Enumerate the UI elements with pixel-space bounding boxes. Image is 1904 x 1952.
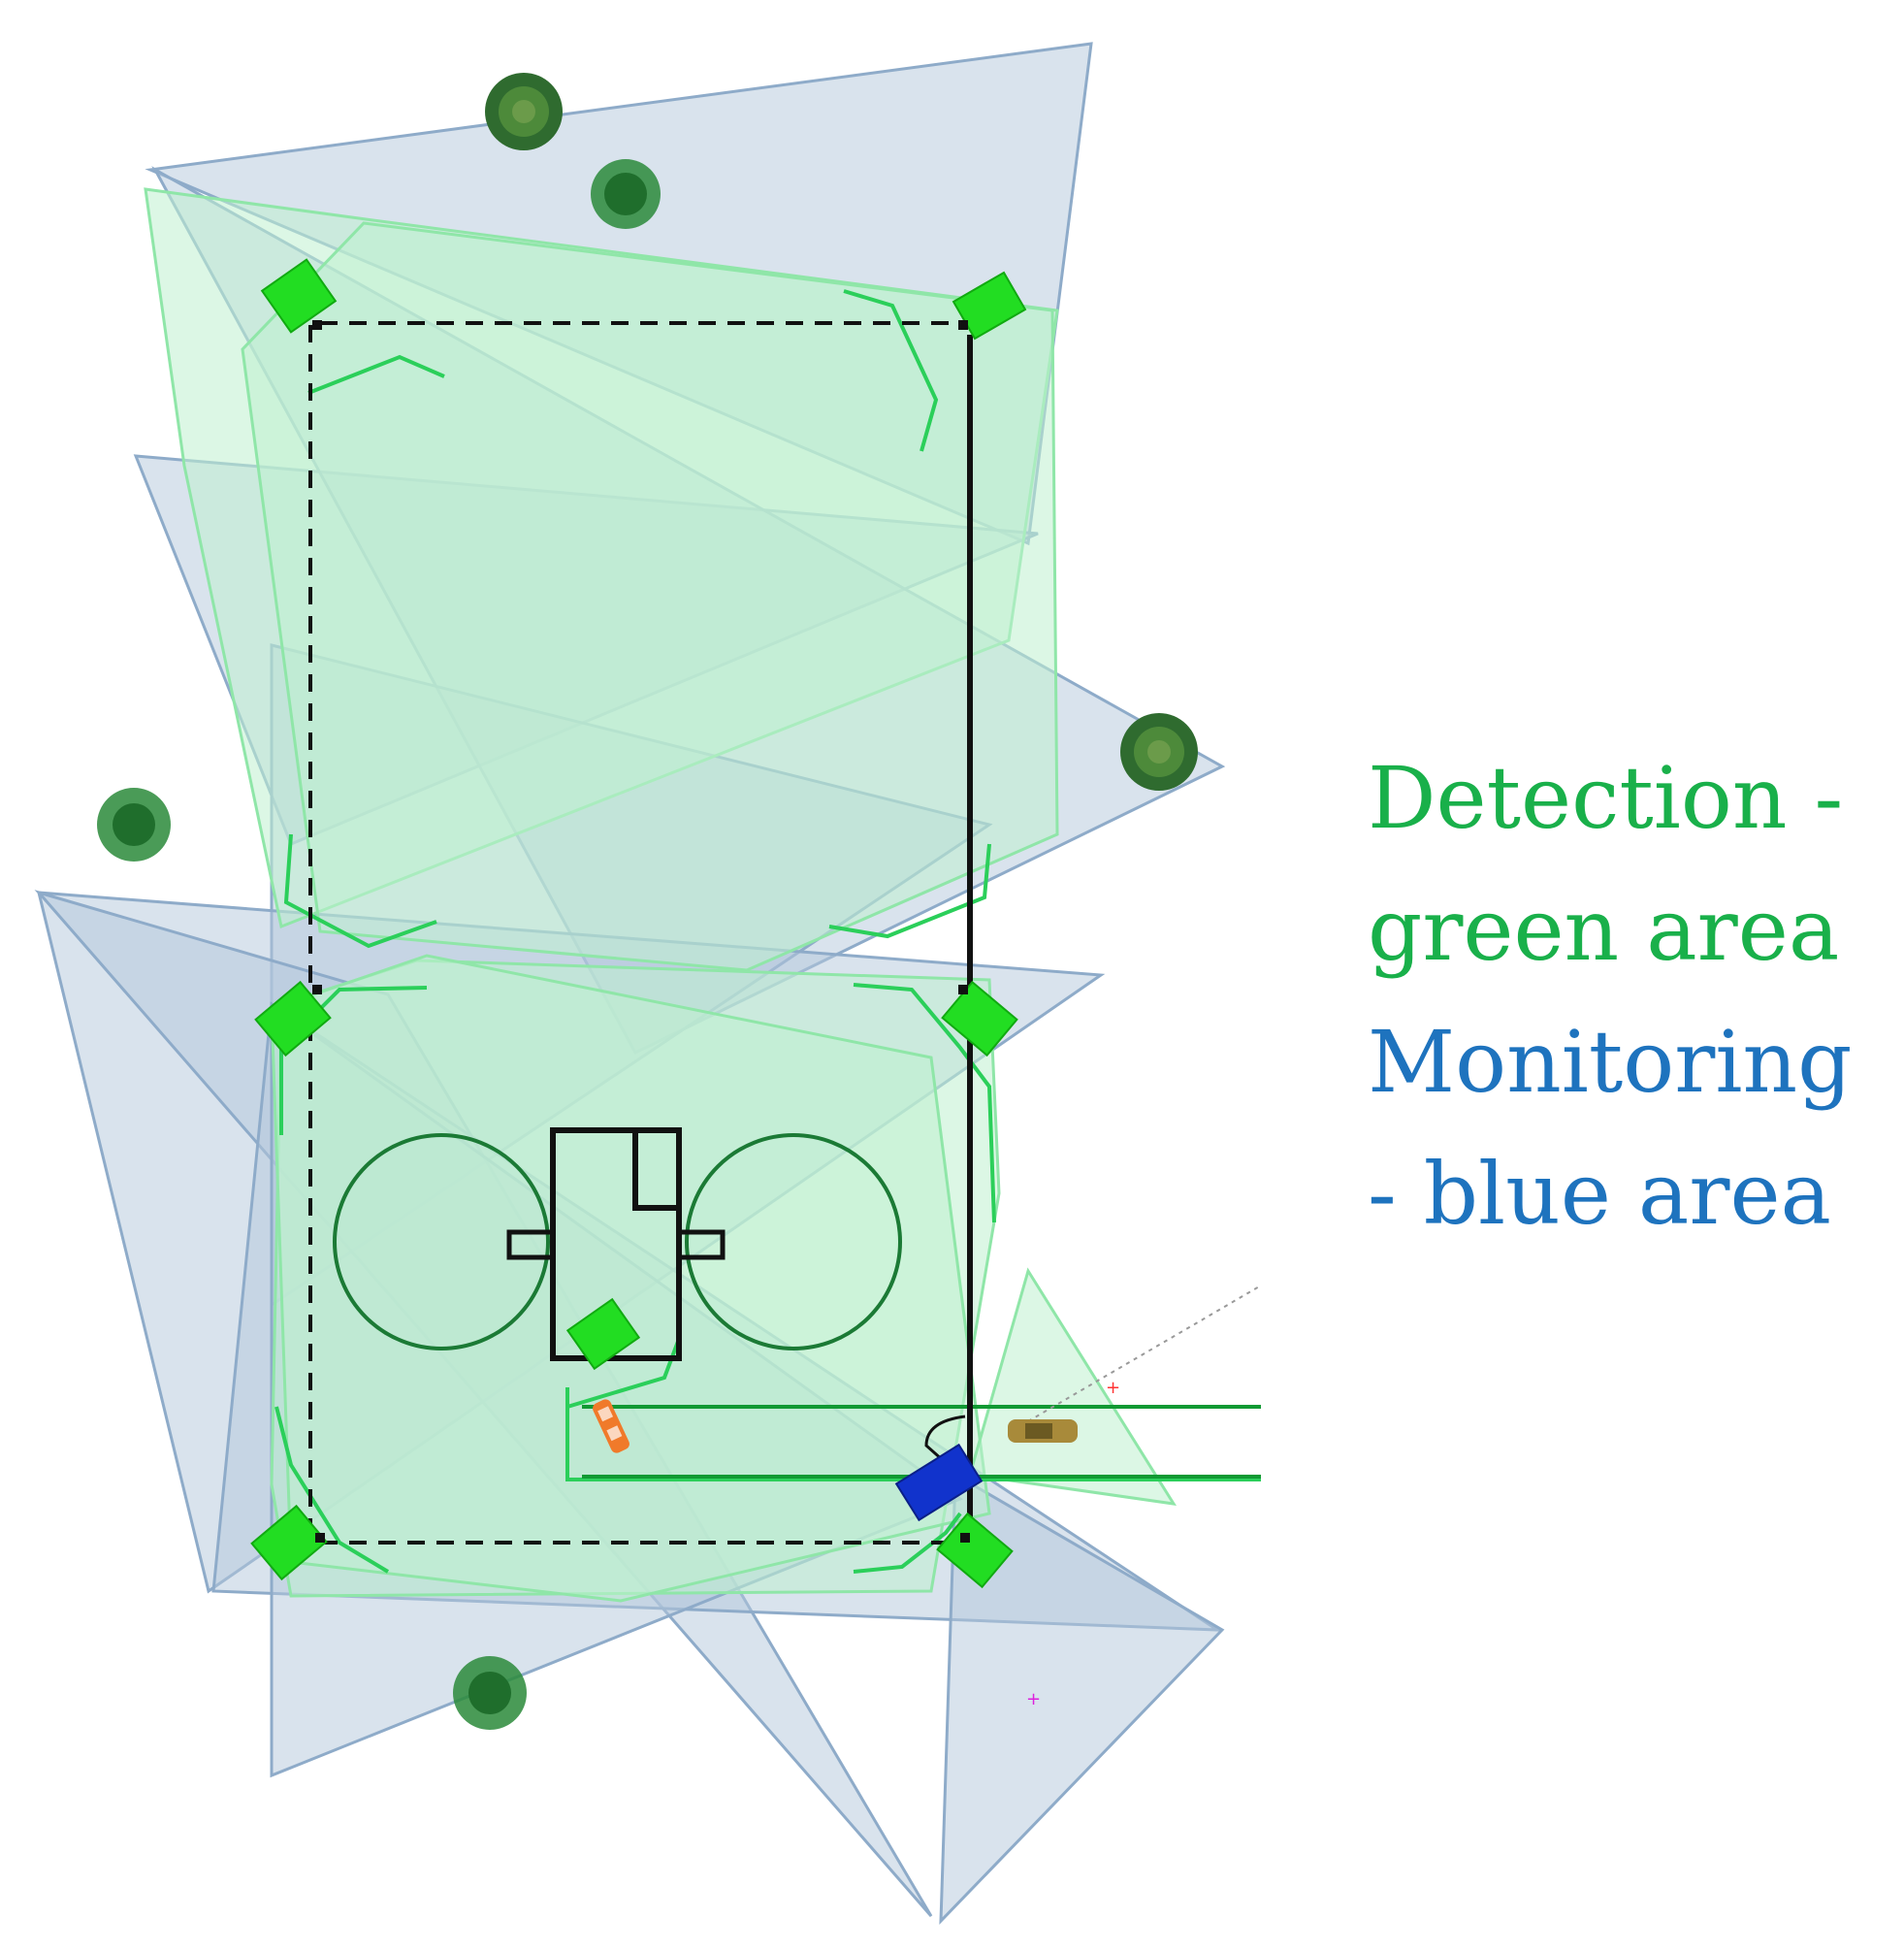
storage-tanks: [333, 1133, 902, 1350]
person-icon: [593, 1399, 629, 1453]
svg-text:+: +: [1106, 1378, 1120, 1398]
legend-detection-line1: Detection -: [1368, 748, 1844, 848]
tank-left: [333, 1133, 550, 1350]
sight-line: [1027, 1285, 1262, 1422]
zone-perimeter-4: [828, 843, 991, 939]
camera-icon: [254, 980, 332, 1057]
tree-icon: [591, 159, 661, 229]
detection-area-4: [270, 954, 991, 1603]
camera-icon: [936, 1512, 1014, 1589]
zone-perimeter-7: [274, 1406, 390, 1574]
zone-perimeter-1: [307, 354, 445, 395]
camera-icon: [565, 1297, 641, 1371]
zone-perimeter-2: [843, 289, 939, 452]
tree-icon: [453, 1656, 527, 1730]
monitoring-area-9: [939, 1472, 1225, 1925]
zone-perimeters: [274, 289, 1261, 1574]
legend-monitoring-line2: - blue area: [1368, 1144, 1831, 1244]
legend: Detection - green area Monitoring - blue…: [1368, 732, 1891, 1260]
zone-perimeter-10: [566, 1338, 681, 1409]
trees: [97, 73, 1198, 1730]
gate-arc: [924, 1415, 971, 1486]
fence-corners: [312, 320, 970, 1543]
camera-icon-selected: [894, 1443, 984, 1522]
zone-perimeter-6: [853, 983, 996, 1223]
zone-perimeter-8: [853, 1512, 962, 1574]
car-icon: [1008, 1419, 1078, 1443]
building-inner-wall: [632, 1130, 679, 1211]
building-pipe-left: [506, 1229, 556, 1260]
tree-icon: [1120, 713, 1198, 791]
detection-area-2: [241, 221, 1059, 972]
tank-right: [685, 1133, 902, 1350]
camera-icon: [250, 1504, 328, 1581]
legend-detection-line2: green area: [1368, 880, 1840, 980]
detection-area-5: [968, 1267, 1177, 1506]
cameras: [250, 258, 1027, 1589]
zone-perimeter-9: [565, 1387, 1261, 1481]
tree-icon: [485, 73, 563, 150]
tree-icon: [97, 788, 171, 862]
svg-text:+: +: [1026, 1689, 1041, 1709]
central-building: [506, 1127, 726, 1361]
legend-monitoring-line1: Monitoring: [1368, 1012, 1853, 1112]
detection-areas: [144, 187, 1177, 1603]
camera-icon: [941, 980, 1018, 1057]
markers: + +: [1026, 1378, 1120, 1709]
camera-icon: [260, 258, 338, 334]
site-fence: [308, 321, 973, 1545]
building-pipe-right: [676, 1229, 726, 1260]
zone-perimeter-3: [283, 833, 437, 949]
